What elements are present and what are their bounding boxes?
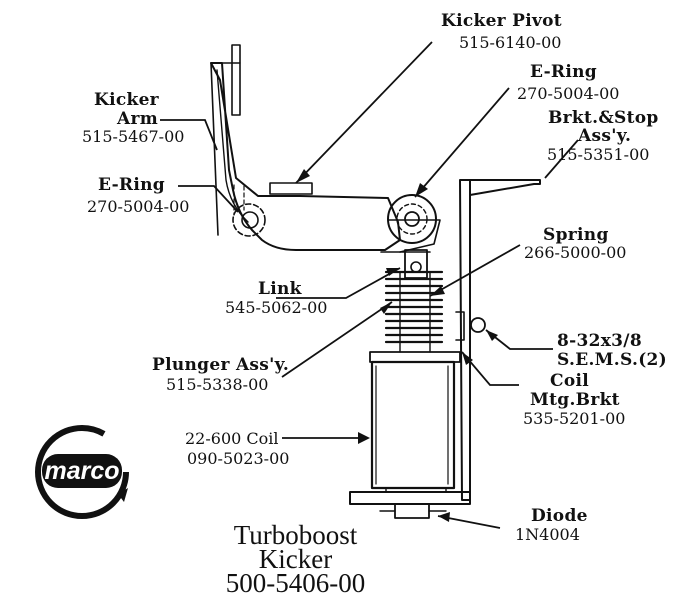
kicker-pivot-number: 515-6140-00 — [459, 33, 562, 52]
arrowhead-spring — [430, 286, 445, 296]
arrowhead-link — [386, 268, 400, 276]
e-ring-top-label: E-Ring — [530, 62, 597, 82]
coil-mtg-label-line2: Mtg.Brkt — [530, 390, 620, 410]
brkt-stop-label-line1: Brkt.&Stop — [548, 108, 659, 128]
arrowhead-coil — [358, 432, 370, 444]
brkt-stop-label-line2: Ass'y. — [578, 126, 632, 146]
title-line3: 500-5406-00 — [225, 568, 366, 598]
screw-head — [470, 317, 486, 333]
logo-text: marco — [44, 457, 119, 485]
arrowhead-e-ring-top — [415, 183, 428, 197]
kicker-pivot-label: Kicker Pivot — [441, 11, 562, 31]
plunger-number: 515-5338-00 — [166, 375, 269, 394]
marco-logo: marco — [35, 425, 129, 519]
diode-number: 1N4004 — [515, 525, 580, 544]
screw-label: 8-32x3/8 — [557, 331, 642, 351]
link-block — [404, 249, 428, 279]
diode-label: Diode — [531, 506, 588, 526]
arrowhead-screw — [486, 330, 498, 341]
plunger-label: Plunger Ass'y. — [152, 355, 290, 375]
diode-shape — [394, 503, 430, 519]
kicker-arm-label-line1: Kicker — [94, 90, 159, 110]
screw-number: S.E.M.S.(2) — [557, 350, 668, 370]
title-line1: Turboboost — [233, 520, 358, 550]
e-ring-left-number: 270-5004-00 — [87, 197, 190, 216]
arrowhead-plunger — [380, 302, 392, 314]
kicker-arm-inner-edge — [216, 69, 249, 223]
kicker-arm-number: 515-5467-00 — [82, 127, 185, 146]
coil-label: 22-600 Coil — [185, 429, 279, 448]
coil-number: 090-5023-00 — [187, 449, 290, 468]
e-ring-left-shape — [232, 203, 266, 237]
link-number: 545-5062-00 — [225, 298, 328, 317]
coil-mtg-label-line1: Coil — [550, 371, 589, 391]
title-line2: Kicker — [258, 544, 333, 574]
kicker-arm-label-line2: Arm — [117, 109, 159, 129]
kicker-arm-shape — [210, 62, 401, 251]
link-label: Link — [258, 279, 302, 299]
spring-number: 266-5000-00 — [524, 243, 627, 262]
spring-shape — [384, 270, 444, 344]
coil-body — [370, 360, 456, 490]
arrowhead-kicker-pivot — [296, 169, 310, 183]
e-ring-top-number: 270-5004-00 — [517, 84, 620, 103]
e-ring-right-shape — [387, 194, 437, 244]
coil-mtg-number: 535-5201-00 — [523, 409, 626, 428]
brkt-stop-number: 515-5351-00 — [547, 145, 650, 164]
arrowhead-diode — [438, 512, 450, 522]
kicker-pivot-bar — [269, 182, 313, 195]
e-ring-left-label: E-Ring — [98, 175, 165, 195]
spring-label: Spring — [543, 225, 609, 245]
arrowhead-coil-mtg — [462, 352, 473, 365]
